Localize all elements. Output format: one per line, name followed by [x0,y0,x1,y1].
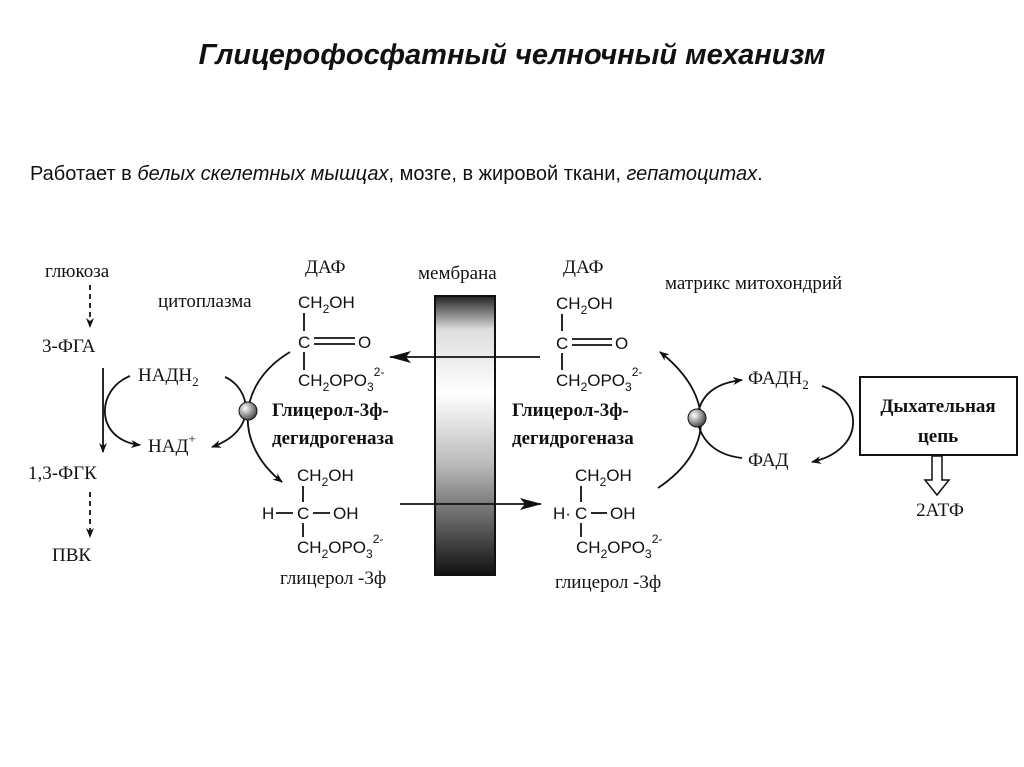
hollow-arrow-down-icon [923,455,951,497]
respiratory-chain-box [859,376,1018,456]
pvk-label: ПВК [52,545,91,566]
formula-o: O [615,334,628,353]
formula-ch2opo3: CH2OPO32- [298,365,384,394]
atp-label: 2АТФ [916,500,964,521]
enzyme-ball-icon [687,408,707,428]
formula-h: H· [553,504,571,523]
formula-ch2opo3: CH2OPO32- [297,532,383,561]
membrane-label: мембрана [418,263,497,284]
daf-label: ДАФ [305,257,346,278]
formula-ch2opo3: CH2OPO32- [576,532,662,561]
nadh-label: НАДН2 [138,365,199,389]
respiratory-chain-label: цепь [918,426,958,447]
formula-ch2oh: CH2OH [297,466,354,489]
fad-label: ФАД [748,450,789,471]
fga-label: 3-ФГА [42,336,96,357]
subtitle: Работает в белых скелетных мышцах, мозге… [30,163,763,185]
nad-label: НАД+ [148,431,196,457]
formula-c: C [298,333,310,352]
g3p-label: глицерол -3ф [555,572,661,593]
daf-label: ДАФ [563,257,604,278]
formula-ch2opo3: CH2OPO32- [556,365,642,394]
formula-o: O [358,333,371,352]
fgk-label: 1,3-ФГК [28,463,97,484]
formula-c: C [297,504,309,523]
formula-c: C [556,334,568,353]
formula-oh: OH [333,504,359,523]
respiratory-chain-label: Дыхательная [880,396,995,417]
enzyme-label: Глицерол-3ф- [512,400,629,421]
formula-oh: OH [610,504,636,523]
enzyme-ball-icon [238,401,258,421]
enzyme-label: дегидрогеназа [512,428,634,449]
cytoplasm-label: цитоплазма [158,291,252,312]
membrane [434,295,496,576]
fadh2-label: ФАДН2 [748,368,809,392]
formula-h: H [262,504,274,523]
g3p-label: глицерол -3ф [280,568,386,589]
page-title: Глицерофосфатный челночный механизм [199,39,826,71]
formula-ch2oh: CH2OH [298,293,355,316]
matrix-label: матрикс митохондрий [665,273,842,294]
formula-c: C [575,504,587,523]
formula-ch2oh: CH2OH [556,294,613,317]
glucose-label: глюкоза [45,261,110,282]
arc-arrow [104,375,141,448]
formula-ch2oh: CH2OH [575,466,632,489]
enzyme-label: дегидрогеназа [272,428,394,449]
arc-arrow [811,385,854,464]
enzyme-label: Глицерол-3ф- [272,400,389,421]
